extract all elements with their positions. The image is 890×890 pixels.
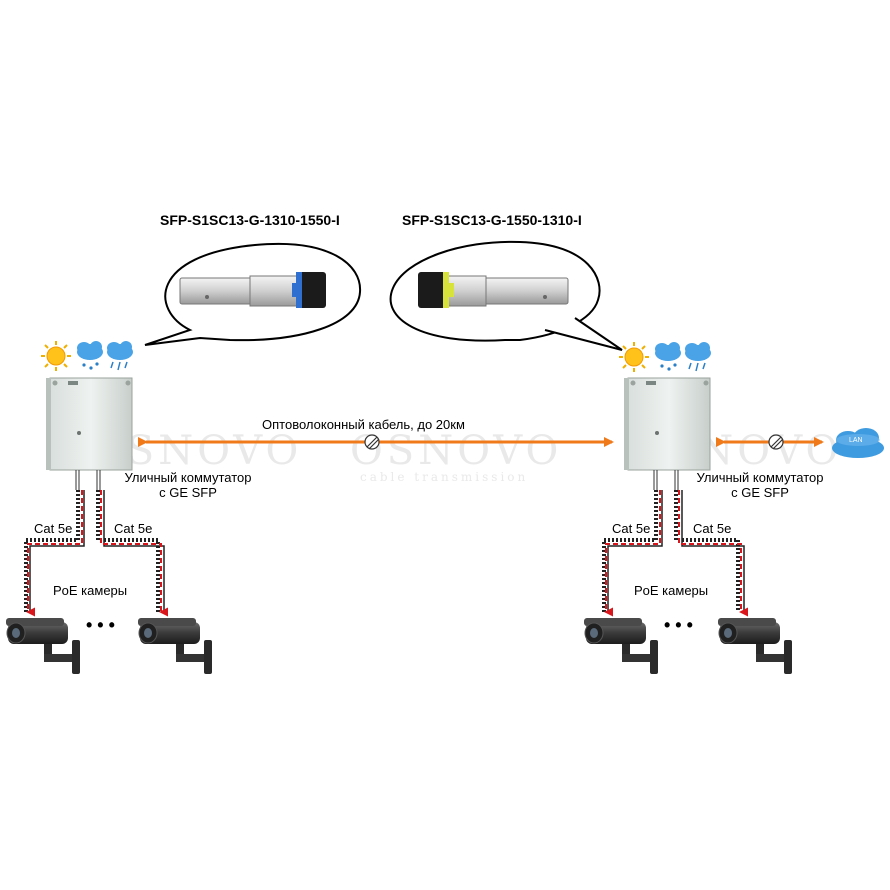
snow-cloud-icon [655,342,681,371]
switch-left-label: Уличный коммутатор с GE SFP [118,470,258,500]
sfp-bubble-left [144,242,362,346]
camera-icon [6,618,80,674]
watermark-brand: OSNOVO [350,428,563,474]
fiber-link-label: Оптоволоконный кабель, до 20км [262,417,465,432]
snow-cloud-icon [77,341,103,370]
sfp-model-left-label: SFP-S1SC13-G-1310-1550-I [160,212,340,228]
rain-cloud-icon [107,341,133,371]
rain-cloud-icon [685,342,711,372]
sfp-module-right [418,272,569,308]
poe-cameras-label: PoE камеры [53,583,128,598]
switch-right-line2: с GE SFP [731,485,789,500]
lan-cloud-icon [832,428,884,458]
cat5e-cable-left-b [96,490,168,617]
sun-icon [619,342,649,372]
lan-link-arrow [716,434,824,450]
poe-cameras-label: PoE камеры [634,583,709,598]
camera-ellipsis: • • • [664,615,693,635]
fiber-link-arrow [138,434,614,450]
sfp-module-left [179,272,326,308]
sun-icon [41,341,71,371]
cat5e-label: Cat 5e [612,521,651,536]
outdoor-switch-left [46,377,133,490]
cat5e-cable-right-a [602,490,663,617]
watermark-tagline: cable transmission [360,470,529,484]
cat5e-cable-right-b [674,490,748,617]
switch-left-line1: Уличный коммутатор [124,470,252,485]
switch-right-line1: Уличный коммутатор [696,470,824,485]
camera-icon [718,618,792,674]
switch-right-label: Уличный коммутатор с GE SFP [690,470,830,500]
sfp-bubble-right [389,240,623,351]
cat5e-label: Cat 5e [693,521,732,536]
camera-ellipsis: • • • [86,615,115,635]
switch-left-line2: с GE SFP [159,485,217,500]
camera-icon [138,618,212,674]
cat5e-cable-left-a [24,490,85,617]
sfp-model-right-label: SFP-S1SC13-G-1550-1310-I [402,212,582,228]
lan-label: LAN [849,437,863,444]
cat5e-label: Cat 5e [34,521,73,536]
outdoor-switch-right [624,377,711,490]
camera-icon [584,618,658,674]
cat5e-label: Cat 5e [114,521,153,536]
